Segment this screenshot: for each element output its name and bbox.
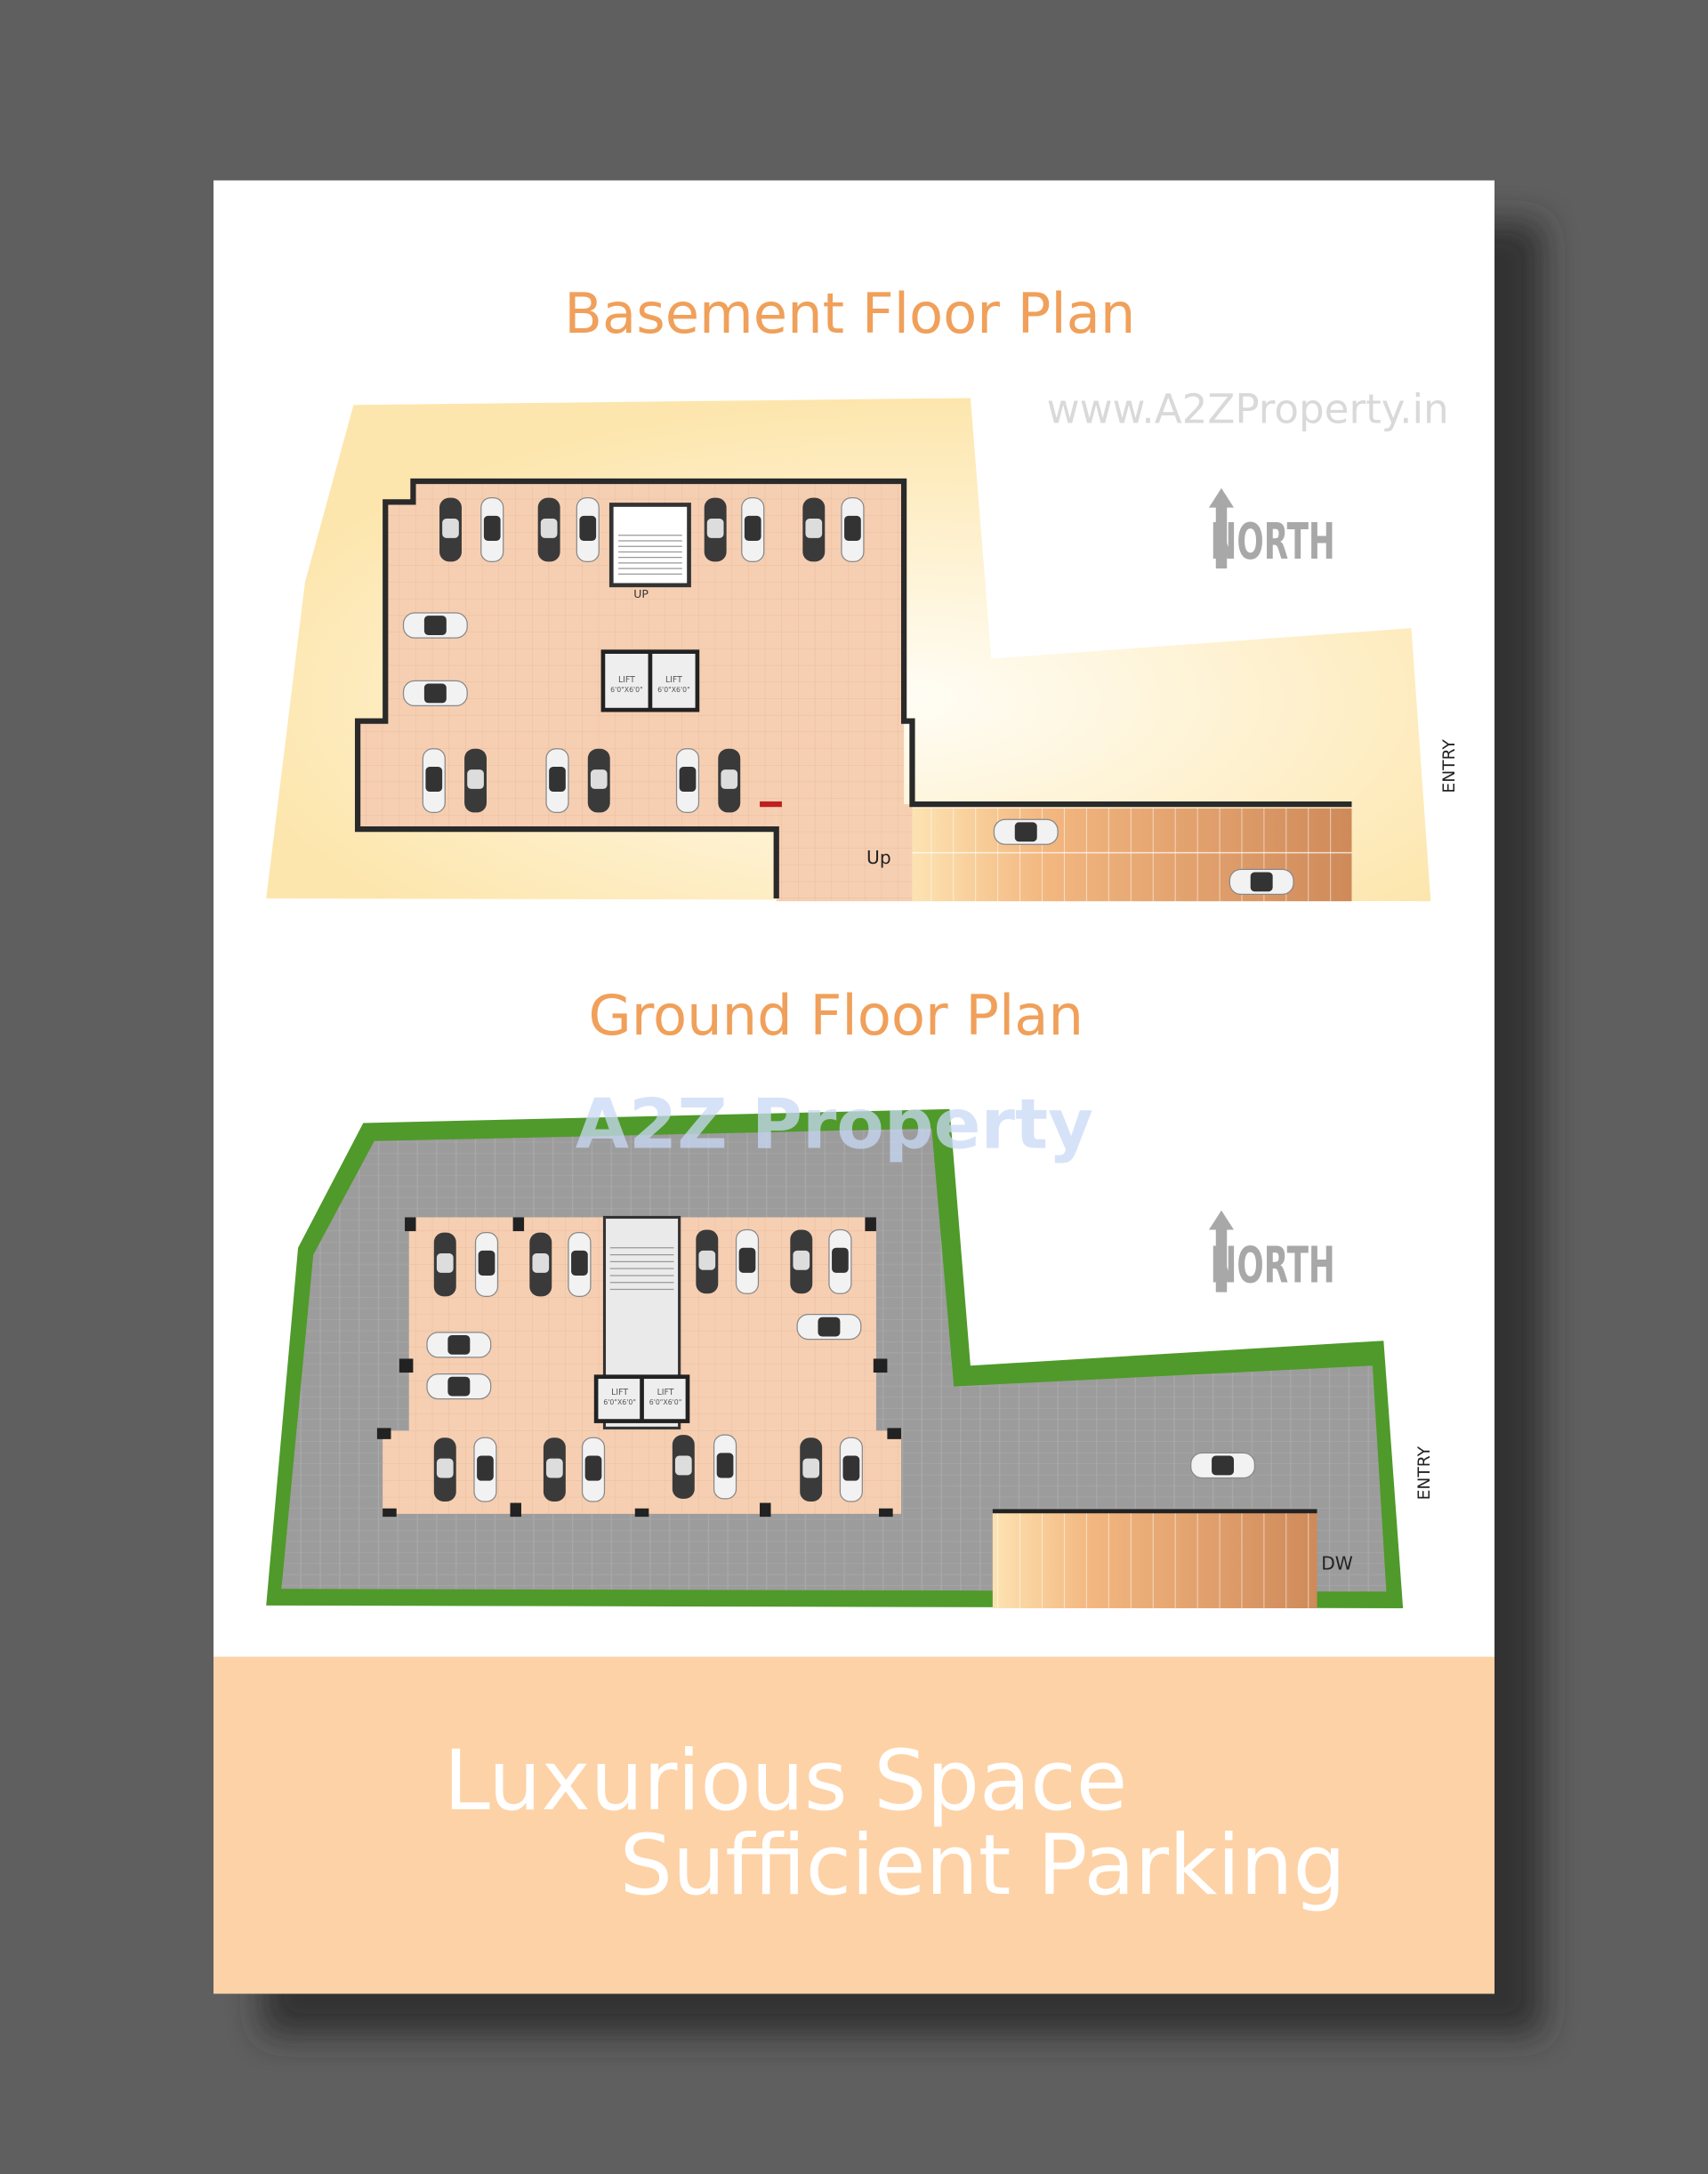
basement-title: Basement Floor Plan <box>564 281 1135 346</box>
lift-label: LIFT <box>665 675 682 685</box>
north-label: NORTH <box>1211 513 1335 571</box>
basement-walls <box>354 478 1352 899</box>
lift-size: 6'0"X6'0" <box>649 1398 682 1406</box>
url-watermark: www.A2ZProperty.in <box>1047 386 1449 433</box>
lift-size: 6'0"X6'0" <box>610 686 643 694</box>
banner-line1: Luxurious Space <box>444 1733 1128 1830</box>
lift-size: 6'0"X6'0" <box>657 686 690 694</box>
columns <box>376 1217 901 1518</box>
logo-watermark: A2Z Property <box>576 1085 1093 1165</box>
ground-title: Ground Floor Plan <box>588 983 1084 1048</box>
banner-line2: Sufficient Parking <box>620 1817 1346 1914</box>
driveway-label: DW <box>1321 1552 1353 1574</box>
ground-entry-label: ENTRY <box>1415 1445 1434 1500</box>
lift-core: LIFT 6'0"X6'0" LIFT 6'0"X6'0" <box>600 649 700 713</box>
lift-label: LIFT <box>618 675 635 685</box>
lift-label: LIFT <box>611 1388 628 1397</box>
staircase <box>608 503 691 588</box>
stair-label: UP <box>633 587 649 600</box>
lift-size: 6'0"X6'0" <box>603 1398 636 1406</box>
ground-plan: LIFT 6'0"X6'0" LIFT 6'0"X6'0" DW ENTRY <box>266 1108 1434 1608</box>
ramp-up-label: Up <box>866 847 891 868</box>
basement-entry-label: ENTRY <box>1440 739 1459 793</box>
lift-core: LIFT 6'0"X6'0" LIFT 6'0"X6'0" <box>593 1374 690 1423</box>
north-arrow-icon: NORTH <box>1208 1210 1335 1295</box>
north-label: NORTH <box>1211 1237 1335 1295</box>
lift-label: LIFT <box>657 1388 674 1397</box>
north-arrow-icon: NORTH <box>1208 487 1335 571</box>
basement-plan: UP LIFT 6'0"X6'0" LIFT 6'0"X6'0" Up ENTR… <box>266 398 1459 902</box>
banner <box>214 1656 1494 1994</box>
